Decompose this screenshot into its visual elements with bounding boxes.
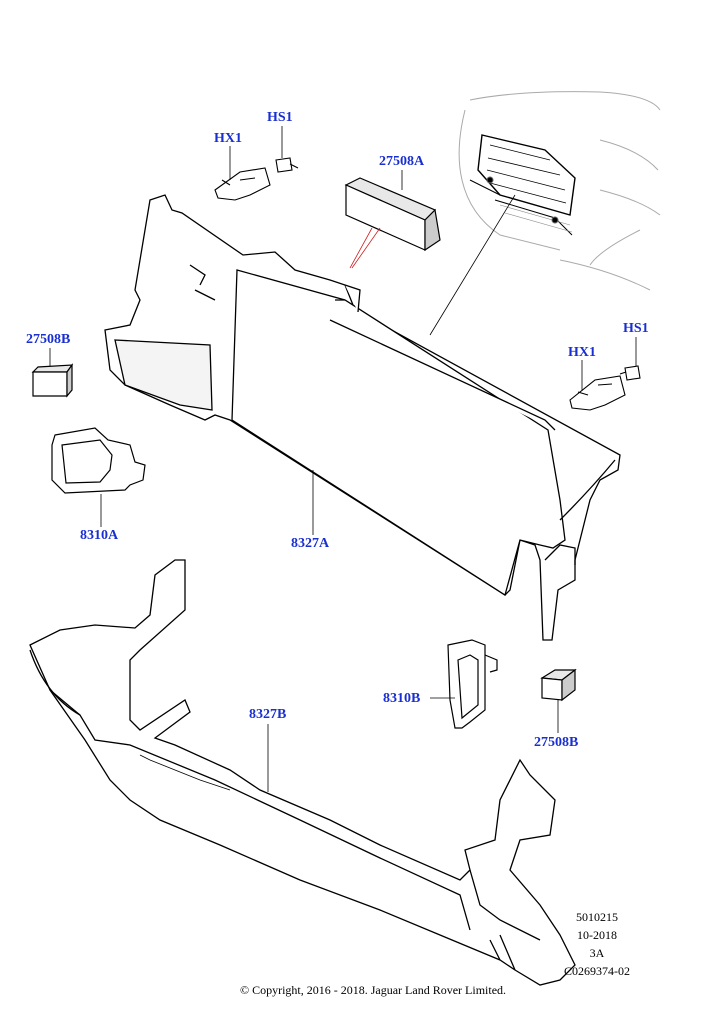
seal-8310a (51, 427, 146, 494)
foam-pad-27508a (344, 177, 441, 252)
upper-air-deflector-8327a (104, 194, 621, 641)
callout-8310b: 8310B (383, 691, 421, 706)
reference-code: 5010215 (576, 910, 618, 924)
callout-8327b: 8327B (249, 707, 287, 722)
callout-hs1-right: HS1 (623, 321, 649, 336)
bolt-hs1-right (619, 365, 641, 381)
callout-hs1-top: HS1 (267, 110, 293, 125)
foam-pad-27508b-right (540, 668, 577, 702)
callout-hx1-right: HX1 (568, 345, 596, 360)
lower-air-deflector-8327b (29, 559, 576, 986)
callout-27508a: 27508A (379, 154, 425, 169)
reference-block: 5010215 10-2018 3A C0269374-02 (552, 908, 642, 980)
callout-27508b-right: 27508B (534, 735, 579, 750)
copyright-notice: © Copyright, 2016 - 2018. Jaguar Land Ro… (239, 983, 507, 997)
reference-revision: 3A (589, 946, 605, 960)
callout-8327a: 8327A (291, 536, 330, 551)
callout-8310a: 8310A (80, 528, 119, 543)
foam-pad-27508b-left (31, 363, 74, 398)
callout-27508b-left: 27508B (26, 332, 71, 347)
bolt-hs1-top (275, 157, 299, 173)
reference-illustration-id: C0269374-02 (564, 964, 630, 978)
leader-lines (49, 126, 637, 792)
bracket-hx1-right (569, 375, 626, 411)
vehicle-front-inset (458, 91, 661, 291)
reference-date: 10-2018 (577, 928, 617, 942)
bracket-hx1-top (214, 167, 271, 201)
seal-8310b (447, 639, 498, 729)
red-leader-lines (349, 227, 381, 269)
callout-hx1-top: HX1 (214, 131, 242, 146)
inset-leader-line (429, 194, 516, 336)
